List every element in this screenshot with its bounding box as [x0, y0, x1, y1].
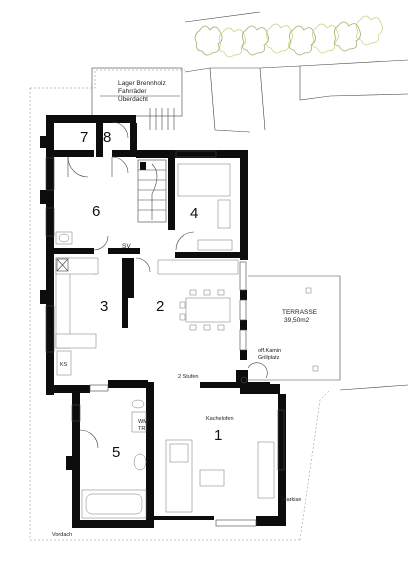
room-label-7: 7 [80, 129, 88, 146]
label-sv: SV [122, 243, 131, 250]
bedroom-furniture [177, 163, 233, 251]
room-label-2: 2 [156, 298, 164, 315]
label-awning: Markise [282, 497, 301, 503]
label-ks: KS [60, 362, 68, 368]
storage-line1: Lager Brennholz [118, 80, 166, 87]
label-canopy: Vordach [52, 532, 72, 538]
dining-table [157, 259, 239, 331]
windows [45, 150, 285, 527]
storage-area [91, 67, 183, 130]
room-label-5: 5 [112, 444, 120, 461]
bathroom-fixtures [55, 231, 147, 519]
storage-line3: Überdacht [118, 95, 148, 103]
room-label-6: 6 [92, 203, 100, 220]
terrace-area: 39,50m2 [284, 317, 310, 324]
vegetation [194, 15, 383, 58]
living-furniture [165, 362, 275, 513]
label-stove: Kachelofen [206, 416, 234, 422]
room-label-4: 4 [190, 205, 198, 222]
fireplace-line1: off.Kamin [258, 348, 281, 354]
terrace-name: TERRASSE [282, 309, 318, 316]
fireplace-line2: Grillplatz [258, 355, 280, 361]
site-lines [29, 11, 408, 541]
label-steps: 2 Stufen [178, 374, 199, 380]
room-label-8: 8 [103, 129, 111, 146]
room-label-1: 1 [214, 427, 222, 444]
label-wm: WM [138, 419, 148, 425]
walls [40, 115, 286, 528]
room-label-3: 3 [100, 298, 108, 315]
label-tr: TR [138, 426, 145, 432]
kitchen-furniture [55, 257, 99, 376]
storage-line2: Fahrräder [118, 88, 147, 95]
staircase [137, 159, 167, 223]
terrace-area [248, 275, 341, 381]
